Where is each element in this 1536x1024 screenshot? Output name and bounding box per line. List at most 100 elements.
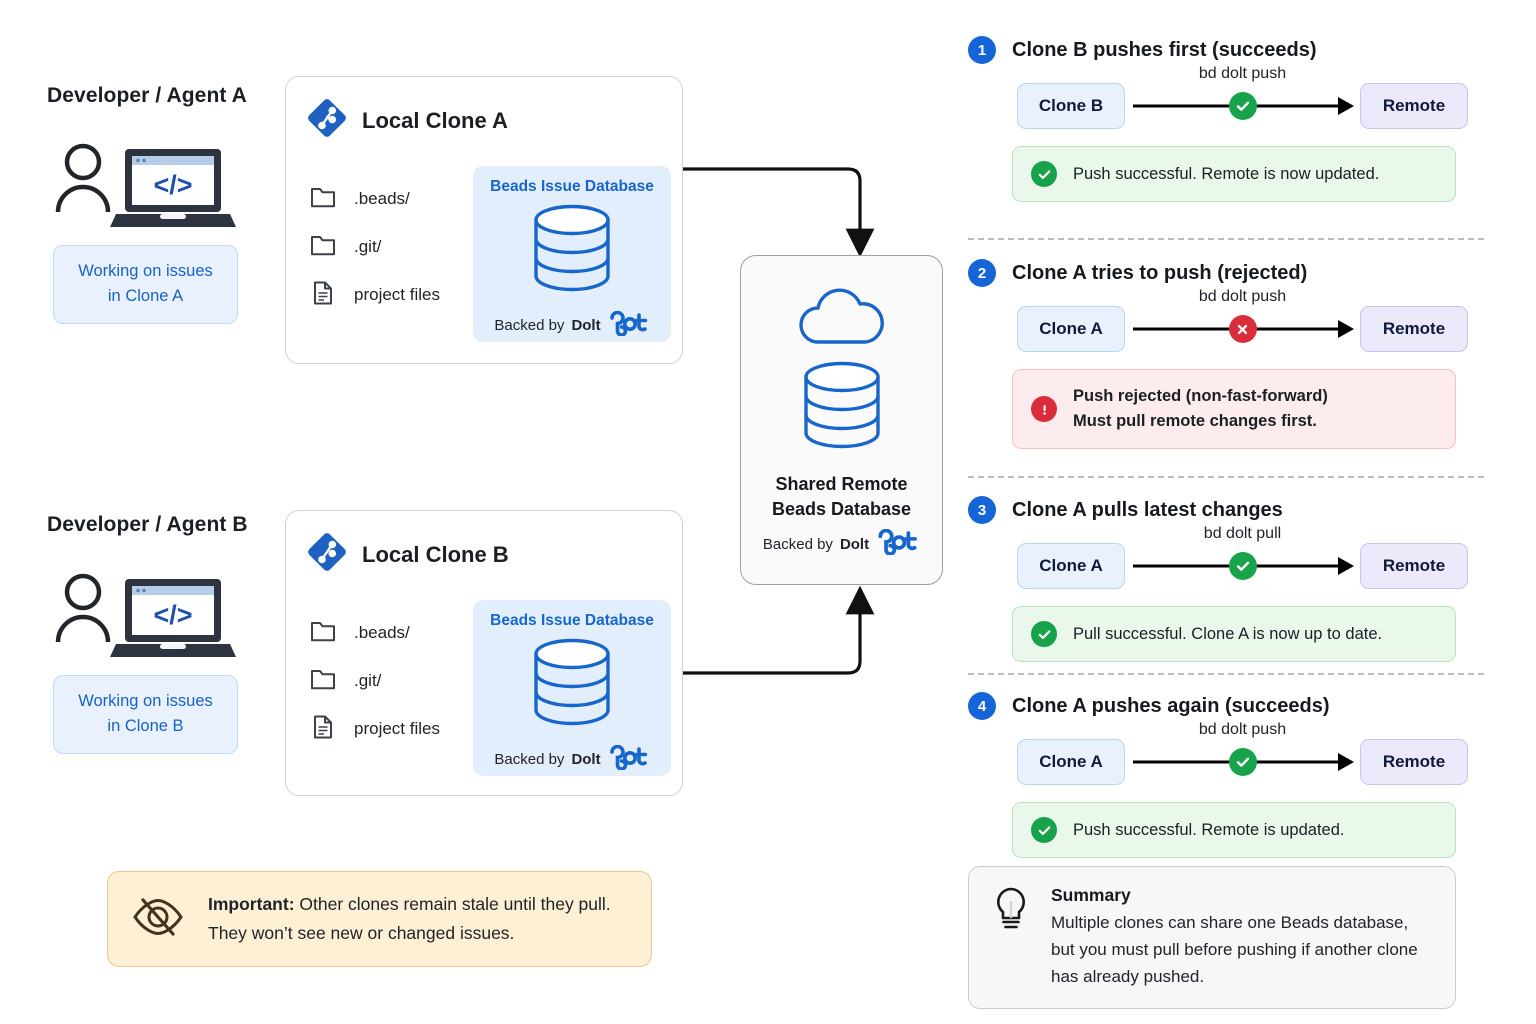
arrow-clone-b-to-remote xyxy=(683,585,875,675)
beads-db-title-a: Beads Issue Database xyxy=(490,178,654,195)
local-clone-a-file-list: .beads/ .git/ xyxy=(310,175,440,319)
step-4-source-node: Clone A xyxy=(1017,739,1125,785)
arrow-head-icon xyxy=(1338,320,1354,338)
step-3-title: Clone A pulls latest changes xyxy=(1012,498,1283,521)
file-label: .beads/ xyxy=(354,623,410,642)
step-4-header: 4 Clone A pushes again (succeeds) xyxy=(968,692,1468,720)
file-row: .git/ xyxy=(310,657,440,705)
step-1-result: Push successful. Remote is now updated. xyxy=(1012,146,1456,202)
success-check-icon xyxy=(1228,748,1257,776)
step-4: 4 Clone A pushes again (succeeds) Clone … xyxy=(968,692,1468,858)
step-1-result-text: Push successful. Remote is now updated. xyxy=(1073,164,1380,183)
file-label: project files xyxy=(354,719,440,738)
beads-backed-by-a: Backed by Dolt xyxy=(473,310,671,352)
step-3-command: bd dolt pull xyxy=(1203,525,1282,542)
step-1-target-node: Remote xyxy=(1360,83,1468,129)
local-clone-a-header: Local Clone A xyxy=(308,99,508,142)
summary-line1: Multiple clones can share one Beads data… xyxy=(1051,913,1409,932)
document-icon xyxy=(310,714,336,745)
local-clone-a-title: Local Clone A xyxy=(362,107,508,133)
agent-b-person-laptop-icon: </> xyxy=(52,570,238,665)
step-2-result-line1: Push rejected (non-fast-forward) xyxy=(1073,387,1328,405)
file-label: .git/ xyxy=(354,237,382,256)
step-1-arrow: bd dolt push xyxy=(1125,65,1360,129)
agent-a-status-line1: Working on issues xyxy=(78,262,213,280)
step-2-result: Push rejected (non-fast-forward) Must pu… xyxy=(1012,369,1456,449)
cloud-icon xyxy=(741,282,942,353)
step-2: 2 Clone A tries to push (rejected) Clone… xyxy=(968,259,1468,449)
agent-a-status-chip: Working on issues in Clone A xyxy=(53,245,238,324)
success-check-icon xyxy=(1031,161,1057,187)
step-4-target-node: Remote xyxy=(1360,739,1468,785)
error-cross-icon xyxy=(1228,315,1257,343)
database-icon xyxy=(741,359,942,464)
shared-remote-title: Shared Remote Beads Database xyxy=(741,472,942,522)
database-icon xyxy=(524,204,620,306)
shared-remote-title-line1: Shared Remote xyxy=(775,474,908,494)
step-4-badge: 4 xyxy=(968,692,996,720)
step-1-badge: 1 xyxy=(968,36,996,64)
step-3-header: 3 Clone A pulls latest changes xyxy=(968,496,1468,524)
document-icon xyxy=(310,280,336,311)
step-4-result-text: Push successful. Remote is updated. xyxy=(1073,820,1345,839)
folder-icon xyxy=(310,233,336,262)
success-check-icon xyxy=(1031,817,1057,843)
agent-a-person-laptop-icon: </> xyxy=(52,140,238,235)
backed-by-label: Backed by xyxy=(494,317,565,334)
step-1-command: bd dolt push xyxy=(1198,65,1287,82)
arrow-head-icon xyxy=(1338,97,1354,115)
step-2-command: bd dolt push xyxy=(1198,288,1287,305)
step-1-header: 1 Clone B pushes first (succeeds) xyxy=(968,36,1468,64)
file-row: project files xyxy=(310,271,440,319)
file-label: .beads/ xyxy=(354,189,410,208)
step-3-target-node: Remote xyxy=(1360,543,1468,589)
step-3-flow: Clone A bd dolt pull Remote xyxy=(1017,525,1468,590)
local-clone-b-header: Local Clone B xyxy=(308,533,509,576)
eye-off-icon xyxy=(130,894,186,945)
important-callout: Important: Other clones remain stale unt… xyxy=(107,871,652,967)
backed-by-label: Backed by xyxy=(494,751,565,768)
step-2-arrow: bd dolt push xyxy=(1125,288,1360,352)
important-line2: They won’t see new or changed issues. xyxy=(208,923,515,943)
success-check-icon xyxy=(1228,92,1257,120)
step-2-title: Clone A tries to push (rejected) xyxy=(1012,261,1308,284)
summary-line3: has already pushed. xyxy=(1051,967,1205,986)
file-row: .git/ xyxy=(310,223,440,271)
step-3-badge: 3 xyxy=(968,496,996,524)
dolt-brand-label: Dolt xyxy=(839,535,870,553)
lightbulb-icon xyxy=(991,885,1031,990)
git-icon xyxy=(308,533,346,576)
file-row: project files xyxy=(310,705,440,753)
step-1-title: Clone B pushes first (succeeds) xyxy=(1012,38,1317,61)
summary-box: Summary Multiple clones can share one Be… xyxy=(968,866,1456,1009)
arrow-head-icon xyxy=(1338,753,1354,771)
step-2-source-node: Clone A xyxy=(1017,306,1125,352)
file-label: project files xyxy=(354,285,440,304)
step-3-arrow: bd dolt pull xyxy=(1125,525,1360,589)
file-row: .beads/ xyxy=(310,609,440,657)
step-4-result: Push successful. Remote is updated. xyxy=(1012,802,1456,858)
local-clone-b-card: Local Clone B .beads/ .git/ xyxy=(285,510,683,796)
agent-b-status-line2: in Clone B xyxy=(107,717,184,735)
step-4-command: bd dolt push xyxy=(1198,721,1287,738)
step-3-source-node: Clone A xyxy=(1017,543,1125,589)
dolt-logo-icon xyxy=(876,528,920,559)
local-clone-b-file-list: .beads/ .git/ xyxy=(310,609,440,753)
beads-db-title-b: Beads Issue Database xyxy=(490,612,654,629)
error-exclamation-icon xyxy=(1031,396,1057,422)
step-4-arrow: bd dolt push xyxy=(1125,721,1360,785)
dolt-logo-icon xyxy=(608,310,650,340)
important-label: Important: xyxy=(208,894,295,914)
shared-remote-card: Shared Remote Beads Database Backed by D… xyxy=(740,255,943,585)
folder-icon xyxy=(310,185,336,214)
step-3: 3 Clone A pulls latest changes Clone A b… xyxy=(968,496,1468,662)
step-2-result-line2: Must pull remote changes first. xyxy=(1073,412,1317,430)
step-1: 1 Clone B pushes first (succeeds) Clone … xyxy=(968,36,1468,202)
step-4-flow: Clone A bd dolt push Remote xyxy=(1017,721,1468,786)
agent-a-status-line2: in Clone A xyxy=(107,287,184,305)
beads-issue-database-b: Beads Issue Database Backed by Dolt xyxy=(473,600,671,776)
shared-remote-backed-by: Backed by Dolt xyxy=(741,528,942,559)
dolt-brand-label: Dolt xyxy=(571,751,601,768)
shared-remote-title-line2: Beads Database xyxy=(771,499,912,519)
